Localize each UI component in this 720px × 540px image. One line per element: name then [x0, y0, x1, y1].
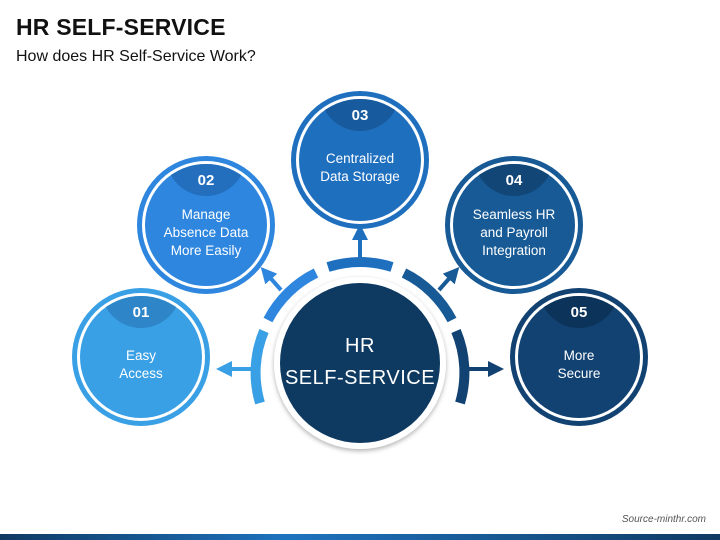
hub: HR SELF-SERVICE — [274, 277, 446, 449]
step-03-label-line: Centralized — [326, 151, 394, 166]
step-03-number: 03 — [352, 107, 369, 124]
step-05-label-line: More — [564, 348, 595, 363]
step-02-label-line: Absence Data — [164, 225, 249, 240]
arc-segment-3 — [326, 257, 394, 272]
step-03-disc — [299, 99, 421, 221]
step-04-label-line: Integration — [482, 243, 546, 258]
connector-arrows — [216, 224, 504, 377]
step-01-cap — [101, 296, 181, 328]
step-01-label-line: Access — [119, 366, 163, 381]
hub-label-line1: HR — [345, 335, 375, 357]
step-02-label-line: Manage — [182, 207, 231, 222]
hub-arc-segments — [250, 257, 470, 405]
bottom-bar — [0, 534, 720, 540]
step-01-disc — [80, 296, 202, 418]
step-01-number: 01 — [133, 304, 150, 321]
step-02-cap — [166, 164, 246, 196]
hub-label-line2: SELF-SERVICE — [285, 367, 435, 389]
page-title: HR SELF-SERVICE — [16, 14, 226, 40]
step-05-label-line: Secure — [558, 366, 601, 381]
arrow-to-step-4 — [437, 267, 460, 292]
arrow-to-step-2 — [260, 267, 283, 292]
step-01-label-line: Easy — [126, 348, 156, 363]
step-02-disc — [145, 164, 267, 286]
arc-segment-2 — [263, 268, 319, 323]
page-subtitle: How does HR Self-Service Work? — [16, 48, 256, 65]
step-02-number: 02 — [198, 172, 215, 189]
step-03-cap — [320, 99, 400, 131]
step-05-cap — [539, 296, 619, 328]
step-04-label-line: Seamless HR — [473, 207, 556, 222]
step-02-label-line: More Easily — [171, 243, 242, 258]
step-05-number: 05 — [571, 304, 588, 321]
step-05-disc — [518, 296, 640, 418]
arc-segment-4 — [401, 268, 457, 323]
arc-segment-5 — [451, 329, 470, 405]
source-credit: Source-minthr.com — [621, 514, 706, 525]
step-04-disc — [453, 164, 575, 286]
step-04-number: 04 — [506, 172, 523, 189]
arc-segment-1 — [250, 329, 269, 405]
step-04-label-line: and Payroll — [480, 225, 548, 240]
step-04-cap — [474, 164, 554, 196]
step-03-label-line: Data Storage — [320, 169, 400, 184]
